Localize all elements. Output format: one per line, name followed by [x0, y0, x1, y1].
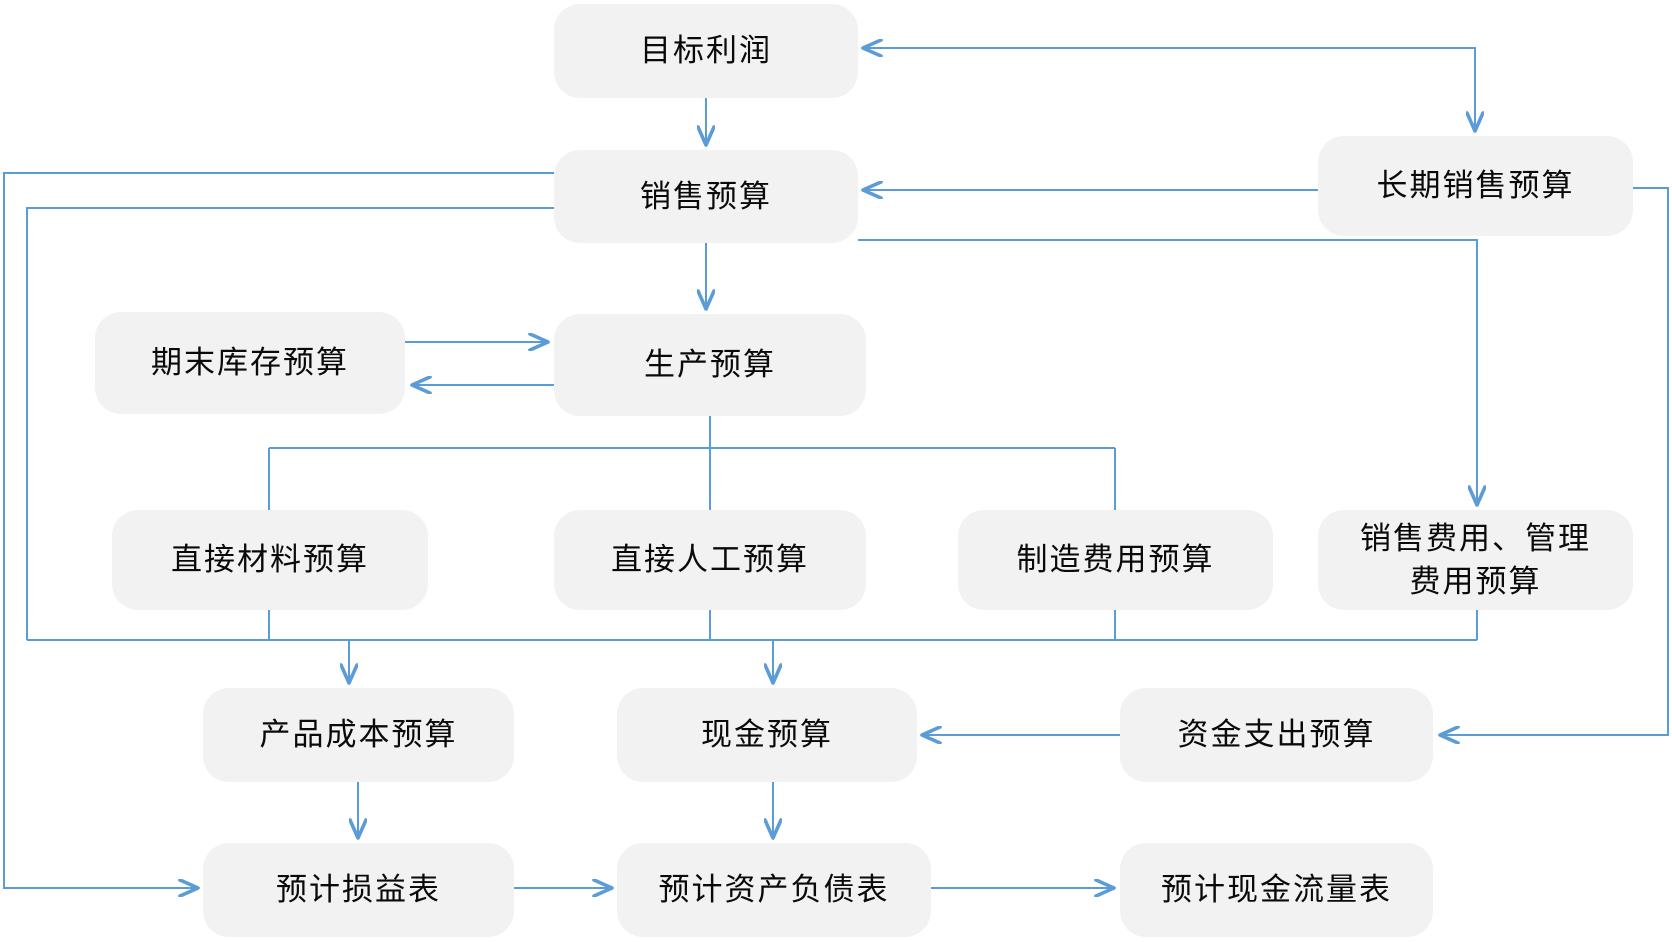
node-label-budgeted-income-statement: 预计损益表	[276, 872, 441, 908]
edge-top-link-profit-longterm	[863, 48, 1475, 131]
node-direct-labor-budget: 直接人工预算	[554, 510, 866, 610]
node-selling-admin-expense-budget: 销售费用、管理 费用预算	[1318, 510, 1633, 610]
node-budgeted-income-statement: 预计损益表	[203, 843, 514, 937]
node-label-direct-materials-budget: 直接材料预算	[171, 542, 369, 578]
node-sales-budget: 销售预算	[554, 150, 858, 243]
node-label-product-cost-budget: 产品成本预算	[259, 717, 458, 753]
edge-sales-feedback-inner	[26, 207, 554, 640]
node-ending-inventory-budget: 期末库存预算	[95, 312, 405, 414]
node-product-cost-budget: 产品成本预算	[203, 688, 514, 782]
node-label-sales-budget: 销售预算	[640, 178, 772, 214]
node-label-target-profit: 目标利润	[640, 33, 772, 69]
node-direct-materials-budget: 直接材料预算	[112, 510, 428, 610]
node-label-production-budget: 生产预算	[644, 347, 776, 383]
node-label-manufacturing-overhead-budget: 制造费用预算	[1016, 542, 1215, 578]
node-label-direct-labor-budget: 直接人工预算	[611, 542, 809, 578]
edge-sales-to-selling-admin	[858, 239, 1477, 505]
node-label-budgeted-balance-sheet: 预计资产负债表	[658, 872, 890, 908]
edge-longterm-to-capital-expenditure	[1440, 187, 1669, 735]
node-production-budget: 生产预算	[554, 314, 866, 416]
node-longterm-sales-budget: 长期销售预算	[1318, 136, 1633, 236]
node-label-budgeted-cash-flow-statement: 预计现金流量表	[1161, 872, 1392, 908]
node-budgeted-cash-flow-statement: 预计现金流量表	[1120, 843, 1433, 937]
node-label-cash-budget: 现金预算	[701, 717, 833, 753]
node-label-longterm-sales-budget: 长期销售预算	[1376, 168, 1575, 204]
node-capital-expenditure-budget: 资金支出预算	[1120, 688, 1433, 782]
node-label-capital-expenditure-budget: 资金支出预算	[1177, 717, 1376, 753]
node-manufacturing-overhead-budget: 制造费用预算	[958, 510, 1273, 610]
node-target-profit: 目标利润	[554, 4, 858, 98]
edge-sales-feedback-outer-to-income	[3, 172, 554, 888]
node-label-selling-admin-expense-budget: 销售费用、管理 费用预算	[1360, 520, 1591, 599]
node-label-ending-inventory-budget: 期末库存预算	[151, 345, 349, 381]
node-budgeted-balance-sheet: 预计资产负债表	[617, 843, 931, 937]
node-cash-budget: 现金预算	[617, 688, 917, 782]
